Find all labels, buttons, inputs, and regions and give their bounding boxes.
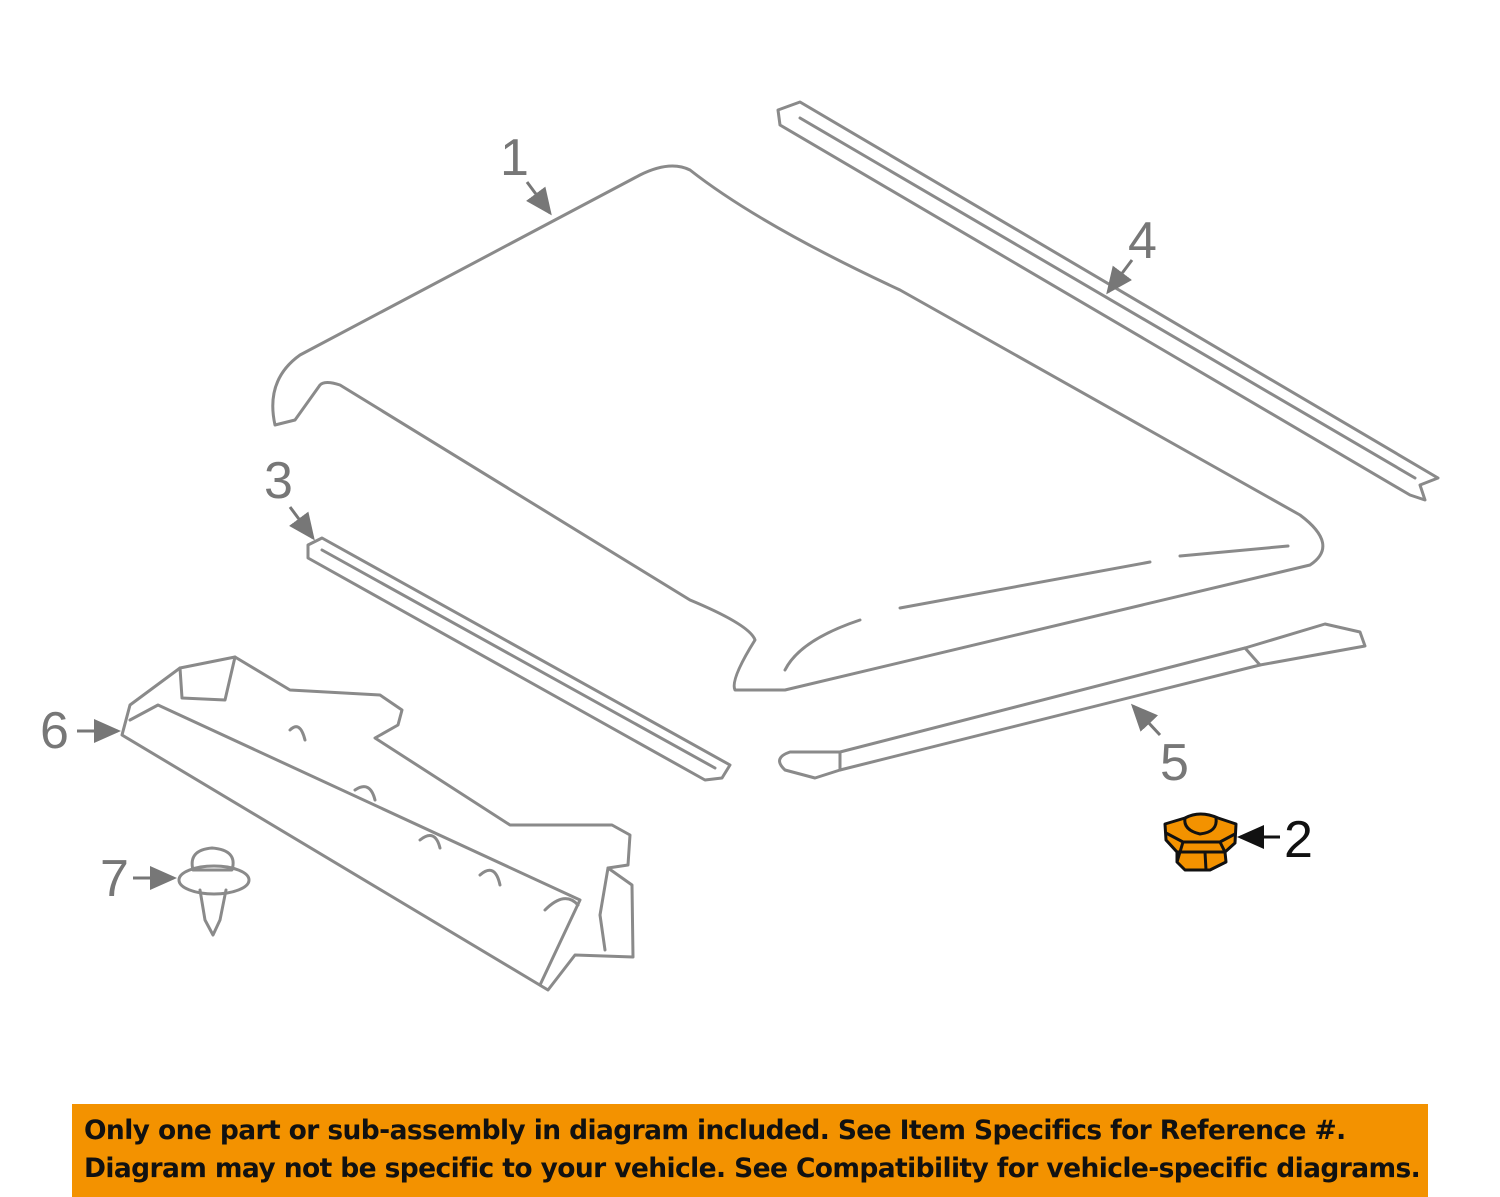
callout-4: 4 (1106, 212, 1157, 295)
clip (177, 846, 251, 937)
svg-text:5: 5 (1160, 734, 1189, 792)
callout-1: 1 (500, 129, 552, 216)
svg-text:1: 1 (500, 129, 529, 187)
callout-3: 3 (264, 452, 315, 541)
parts-diagram: 1 4 3 6 5 7 2 (40, 100, 1440, 992)
callout-7: 7 (100, 850, 177, 908)
side-seal (778, 622, 1367, 780)
disclaimer-line-2: Diagram may not be specific to your vehi… (84, 1153, 1421, 1184)
svg-text:6: 6 (40, 702, 69, 760)
front-seal (306, 536, 732, 782)
hood-panel (271, 164, 1325, 692)
svg-text:7: 7 (100, 850, 129, 908)
callout-2: 2 (1237, 811, 1313, 869)
callout-5: 5 (1130, 703, 1189, 792)
svg-text:2: 2 (1284, 811, 1313, 869)
svg-text:3: 3 (264, 452, 293, 510)
callout-6: 6 (40, 702, 121, 760)
svg-text:4: 4 (1128, 212, 1157, 270)
nut-highlighted (1163, 812, 1238, 872)
rear-seal (776, 100, 1440, 502)
insulator-bracket (120, 655, 635, 992)
disclaimer-banner: Only one part or sub-assembly in diagram… (72, 1104, 1428, 1197)
disclaimer-line-1: Only one part or sub-assembly in diagram… (84, 1115, 1346, 1146)
